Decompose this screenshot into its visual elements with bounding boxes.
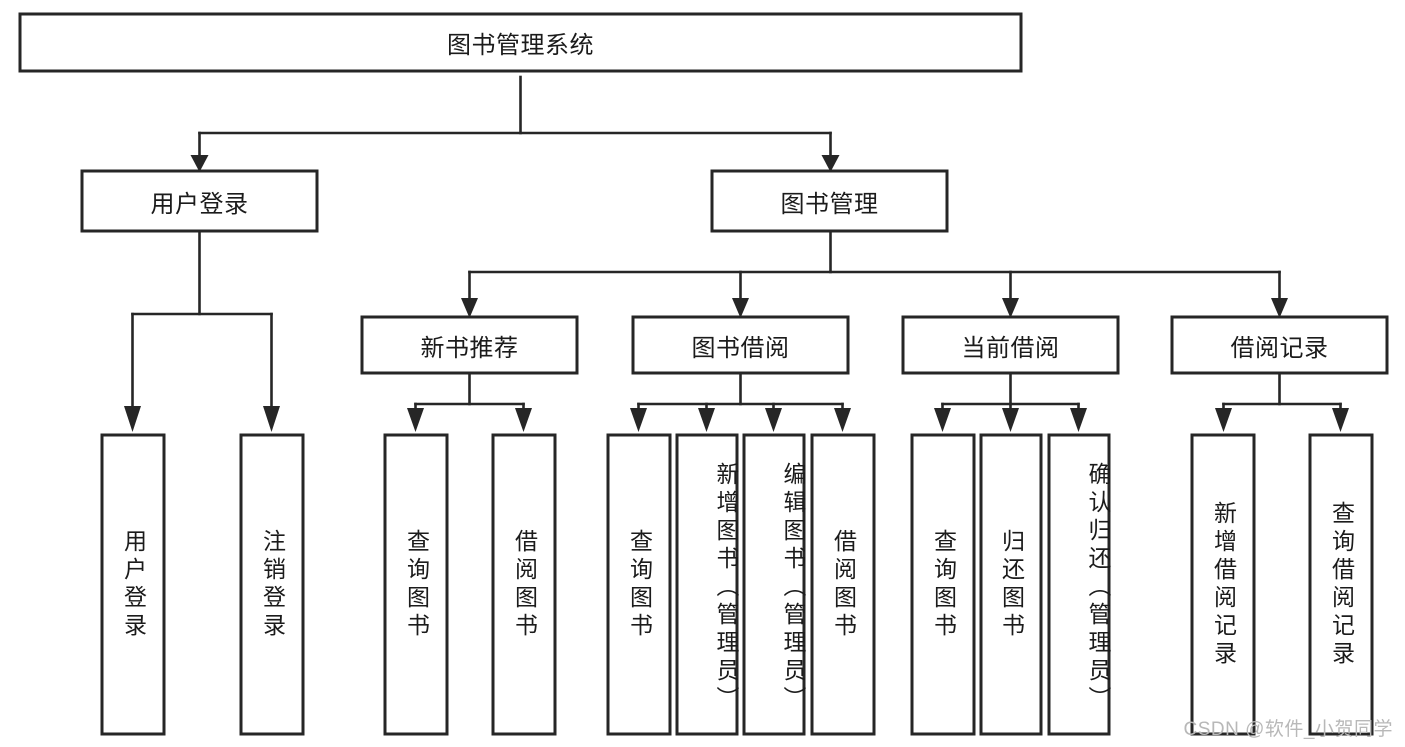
- node-box-book-borrow[interactable]: [631, 315, 850, 375]
- arrow-head-book-borrow: [732, 298, 749, 318]
- arrow-head-leaf-logout-login: [263, 406, 280, 432]
- arrow-head-leaf-query-book-3: [934, 408, 951, 432]
- node-box-leaf-add-record[interactable]: [1190, 433, 1256, 736]
- arrow-head-leaf-edit-book: [765, 408, 782, 432]
- node-box-leaf-query-book-1[interactable]: [383, 433, 449, 736]
- connector-group-root: [190, 75, 840, 172]
- node-box-user-login[interactable]: [80, 169, 319, 233]
- arrow-head-leaf-return-book: [1002, 408, 1019, 432]
- arrow-head-leaf-confirm-return: [1070, 408, 1087, 432]
- connector-group-borrow-record: [1215, 372, 1349, 432]
- node-box-leaf-borrow-book-1[interactable]: [491, 433, 557, 736]
- arrow-head-leaf-user-login: [124, 406, 141, 432]
- arrow-head-borrow-record: [1271, 298, 1288, 318]
- node-box-leaf-query-record[interactable]: [1308, 433, 1374, 736]
- arrow-head-leaf-borrow-book-2: [834, 408, 851, 432]
- arrow-head-leaf-query-book-1: [407, 408, 424, 432]
- node-box-leaf-confirm-return[interactable]: [1047, 433, 1111, 736]
- arrow-head-new-book-recommend: [461, 298, 478, 318]
- connector-group-user-login: [124, 230, 280, 432]
- node-box-leaf-return-book[interactable]: [979, 433, 1043, 736]
- node-box-leaf-borrow-book-2[interactable]: [810, 433, 876, 736]
- connector-group-current-borrow: [934, 372, 1087, 432]
- node-box-new-book-recommend[interactable]: [360, 315, 579, 375]
- connector-group-book-management: [461, 230, 1288, 318]
- arrow-head-leaf-query-book-2: [630, 408, 647, 432]
- node-box-current-borrow[interactable]: [901, 315, 1120, 375]
- node-box-root[interactable]: [18, 12, 1023, 73]
- node-box-borrow-record[interactable]: [1170, 315, 1389, 375]
- node-box-leaf-user-login[interactable]: [100, 433, 166, 736]
- arrow-head-leaf-query-record: [1332, 408, 1349, 432]
- arrow-head-leaf-add-book: [698, 408, 715, 432]
- arrow-head-leaf-borrow-book-1: [515, 408, 532, 432]
- node-box-leaf-edit-book[interactable]: [742, 433, 806, 736]
- node-box-leaf-query-book-3[interactable]: [910, 433, 976, 736]
- node-box-leaf-add-book[interactable]: [675, 433, 739, 736]
- connector-group-book-borrow: [630, 372, 851, 432]
- node-box-leaf-logout-login[interactable]: [239, 433, 305, 736]
- arrow-head-current-borrow: [1002, 298, 1019, 318]
- arrow-head-user-login: [190, 155, 209, 172]
- connector-group-new-book-recommend: [407, 372, 532, 432]
- node-box-book-management[interactable]: [710, 169, 949, 233]
- arrow-head-book-management: [821, 155, 840, 172]
- arrow-head-leaf-add-record: [1215, 408, 1232, 432]
- node-box-leaf-query-book-2[interactable]: [606, 433, 672, 736]
